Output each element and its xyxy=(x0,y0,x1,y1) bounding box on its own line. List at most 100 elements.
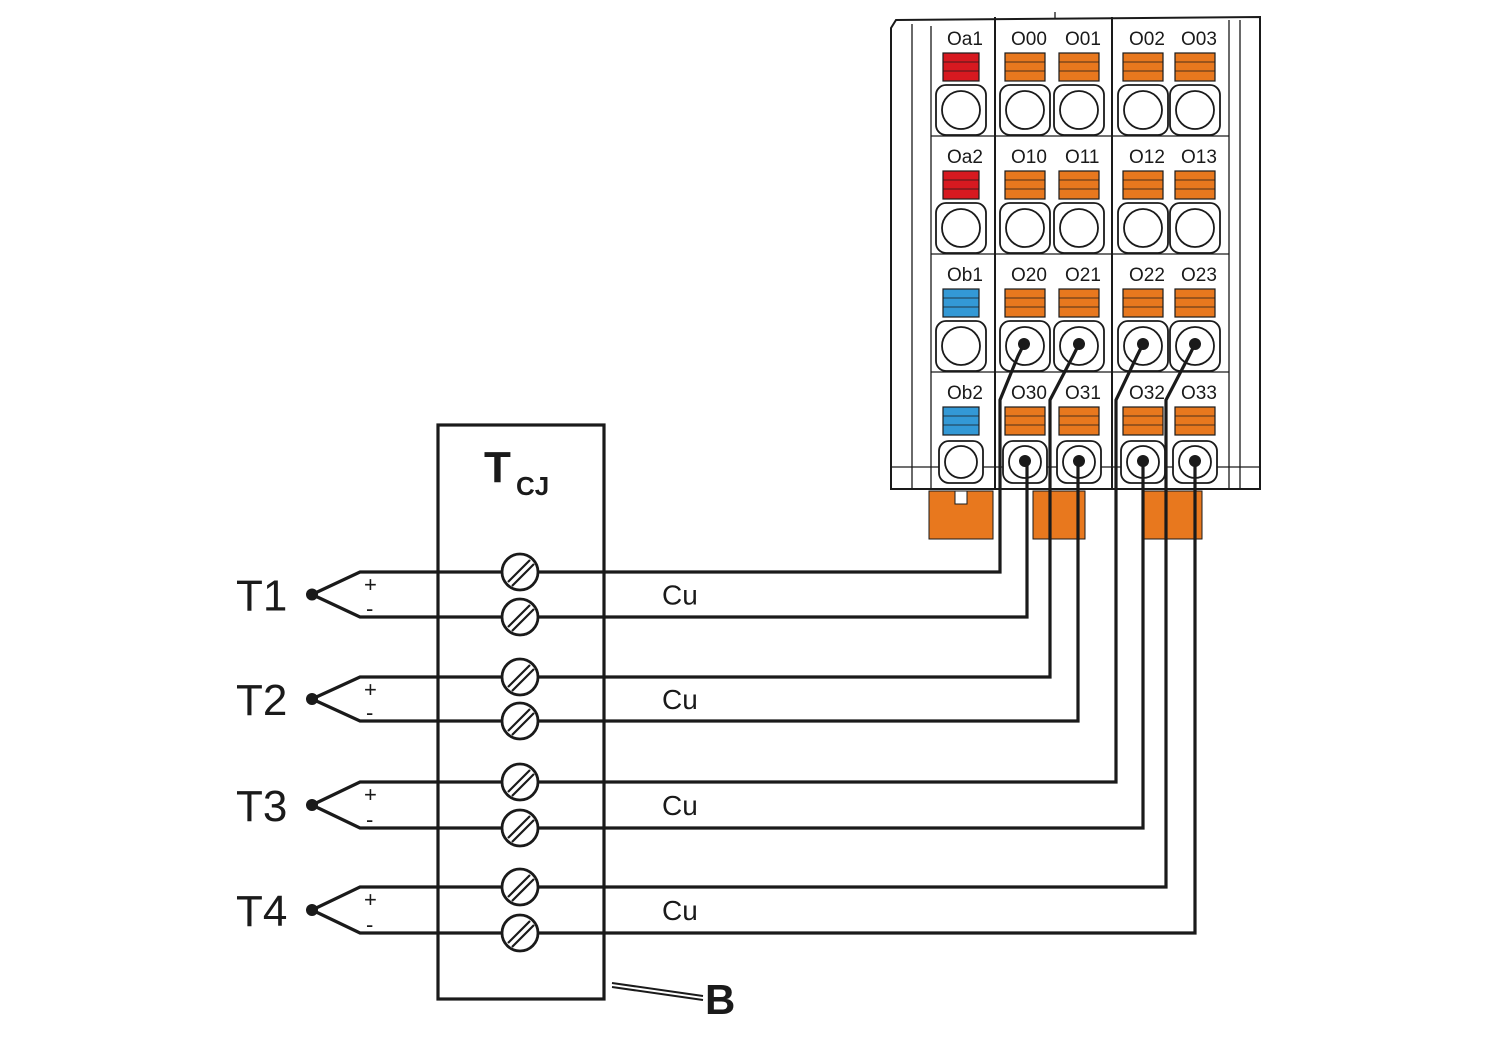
tc-lead-plus xyxy=(311,885,502,912)
tc-plus-sign: + xyxy=(364,782,377,807)
tc-plus-sign: + xyxy=(364,887,377,912)
wire-t1-minus xyxy=(518,461,1029,619)
tc-junction xyxy=(306,799,318,811)
module-housing xyxy=(890,15,1261,490)
wire-end-t3-plus xyxy=(1137,338,1149,350)
terminal-label: O01 xyxy=(1065,29,1101,50)
wire-end-t1-plus xyxy=(1018,338,1030,350)
right-connector-bar xyxy=(1141,490,1203,540)
push-lever[interactable] xyxy=(1122,288,1164,318)
tc-minus-sign: - xyxy=(366,807,373,832)
screw-terminal xyxy=(500,657,540,697)
middle-connector-bar xyxy=(1032,490,1086,540)
push-lever[interactable] xyxy=(1174,406,1216,436)
terminal-label: O10 xyxy=(1011,147,1047,168)
terminal-label: O11 xyxy=(1065,147,1100,168)
thermocouple-t3: T3+-Cu xyxy=(236,780,698,832)
push-lever[interactable] xyxy=(942,288,980,318)
wire-t4-plus xyxy=(518,343,1197,889)
terminal-label: O31 xyxy=(1065,383,1101,404)
screw-terminal xyxy=(500,867,540,907)
screw-terminal xyxy=(500,597,540,637)
tc-junction xyxy=(306,693,318,705)
terminal-o02[interactable]: O02 xyxy=(1117,29,1169,136)
push-lever[interactable] xyxy=(1058,406,1100,436)
wires xyxy=(518,338,1201,935)
push-lever[interactable] xyxy=(1058,288,1100,318)
push-lever[interactable] xyxy=(1122,406,1164,436)
conductor-hole xyxy=(1005,90,1045,130)
screw-terminal xyxy=(500,808,540,848)
tc-junction xyxy=(306,588,318,601)
conductor-hole xyxy=(1005,208,1045,248)
terminal-o13[interactable]: O13 xyxy=(1169,147,1221,254)
wire-end-t3-minus xyxy=(1137,455,1149,467)
tc-plus-sign: + xyxy=(364,572,377,597)
terminal-oa1[interactable]: Oa1 xyxy=(935,29,987,136)
wire-end-t4-minus xyxy=(1189,455,1201,467)
thermocouple-t2: T2+-Cu xyxy=(236,675,698,725)
terminal-o03[interactable]: O03 xyxy=(1169,29,1221,136)
push-lever[interactable] xyxy=(942,52,980,82)
tc-minus-sign: - xyxy=(366,912,373,937)
wire-end-t2-minus xyxy=(1073,455,1085,467)
tcj-title: T xyxy=(484,443,511,492)
cold-junction-box xyxy=(436,423,606,1001)
terminal-o30[interactable]: O30 xyxy=(1002,383,1048,484)
terminal-o21[interactable]: O21 xyxy=(1053,265,1105,372)
push-lever[interactable] xyxy=(1174,170,1216,200)
tc-label: T1 xyxy=(236,572,287,621)
callout-leader xyxy=(611,982,704,997)
push-lever[interactable] xyxy=(1004,52,1046,82)
terminal-o22[interactable]: O22 xyxy=(1117,265,1169,372)
push-lever[interactable] xyxy=(1004,288,1046,318)
terminal-o10[interactable]: O10 xyxy=(999,147,1051,254)
push-lever[interactable] xyxy=(1004,170,1046,200)
wire-t1-plus xyxy=(518,343,1026,574)
wire-t3-plus xyxy=(518,343,1145,784)
push-lever[interactable] xyxy=(1004,406,1046,436)
conductor-hole xyxy=(1123,90,1163,130)
terminal-ob1[interactable]: Ob1 xyxy=(935,265,987,372)
push-lever[interactable] xyxy=(942,406,980,436)
tcj-subscript: CJ xyxy=(516,471,549,501)
terminal-oa2[interactable]: Oa2 xyxy=(935,147,987,254)
push-lever[interactable] xyxy=(1058,52,1100,82)
terminal-o20[interactable]: O20 xyxy=(999,265,1051,372)
terminal-o00[interactable]: O00 xyxy=(999,29,1051,136)
push-lever[interactable] xyxy=(1174,52,1216,82)
terminal-ob2[interactable]: Ob2 xyxy=(938,383,984,484)
push-lever[interactable] xyxy=(1122,170,1164,200)
push-lever[interactable] xyxy=(1122,52,1164,82)
terminal-o11[interactable]: O11 xyxy=(1053,147,1105,254)
wire-t2-plus xyxy=(518,343,1081,679)
push-lever[interactable] xyxy=(1058,170,1100,200)
screw-terminal xyxy=(500,552,540,592)
terminal-label: O20 xyxy=(1011,265,1047,286)
wire-material-label: Cu xyxy=(662,684,698,715)
terminal-label: O23 xyxy=(1181,265,1217,286)
terminal-label: O22 xyxy=(1129,265,1165,286)
tc-lead-minus xyxy=(311,803,502,830)
terminal-label: Ob2 xyxy=(947,383,983,404)
terminal-o12[interactable]: O12 xyxy=(1117,147,1169,254)
terminal-label: O12 xyxy=(1129,147,1165,168)
terminal-label: O13 xyxy=(1181,147,1217,168)
conductor-hole xyxy=(1123,208,1163,248)
terminal-label: Ob1 xyxy=(947,265,983,286)
screw-terminal xyxy=(500,913,540,953)
tc-label: T4 xyxy=(236,887,287,936)
terminal-o01[interactable]: O01 xyxy=(1053,29,1105,136)
tc-lead-minus xyxy=(311,908,502,935)
bottom-connectors xyxy=(928,490,1203,540)
left-connector-notch xyxy=(954,490,968,505)
tc-lead-minus xyxy=(311,593,502,619)
push-lever[interactable] xyxy=(942,170,980,200)
tc-label: T3 xyxy=(236,782,287,831)
push-lever[interactable] xyxy=(1174,288,1216,318)
tc-minus-sign: - xyxy=(366,596,373,621)
callout-b: B xyxy=(705,976,735,1023)
screw-terminal xyxy=(500,762,540,802)
terminal-o23[interactable]: O23 xyxy=(1169,265,1221,372)
